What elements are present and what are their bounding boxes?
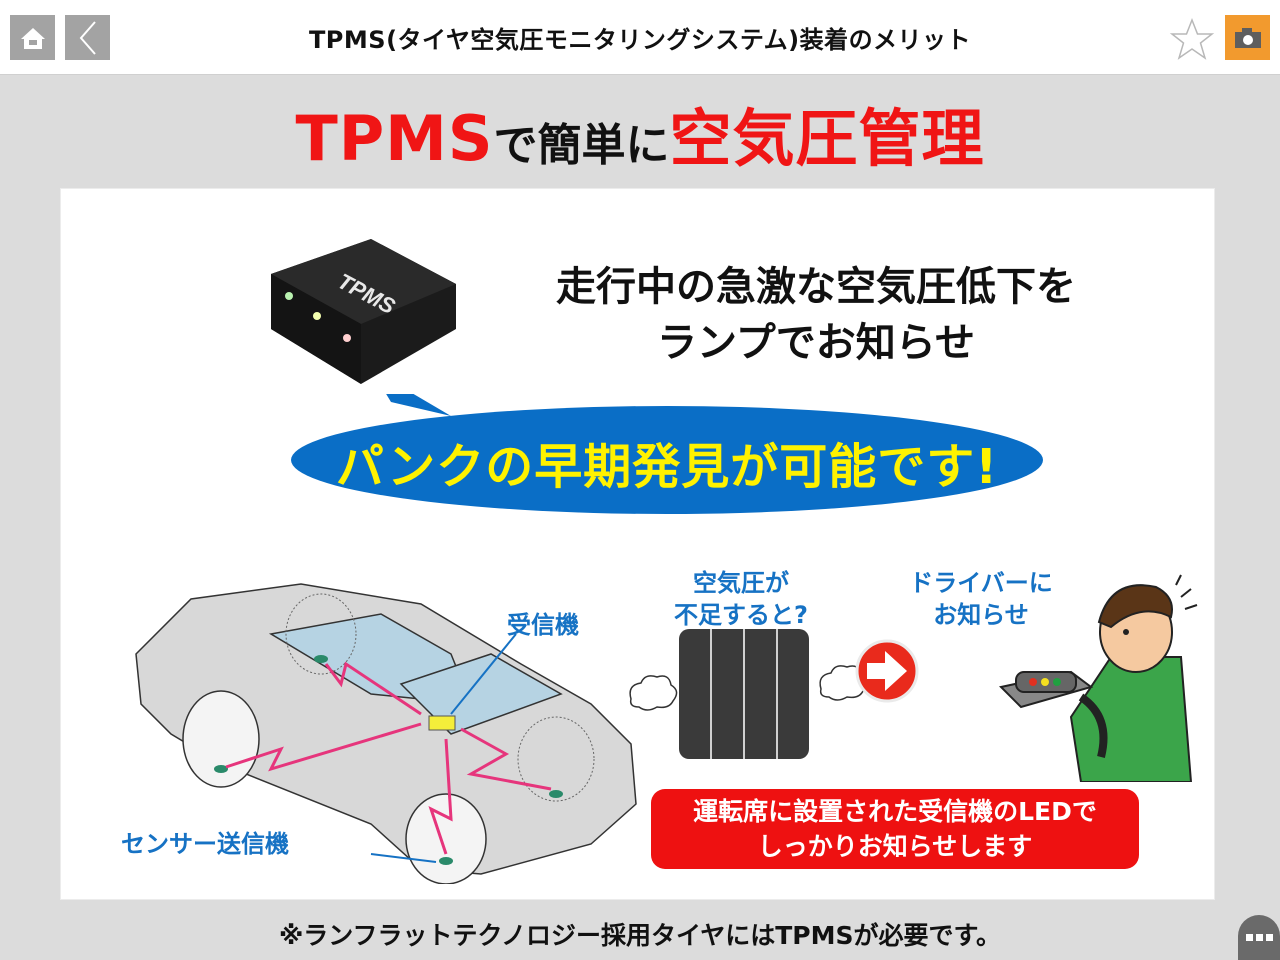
more-button[interactable]	[1238, 915, 1280, 960]
sensor-label: センサー送信機	[121, 830, 289, 858]
favorite-button[interactable]	[1168, 16, 1216, 62]
headline-connector: で簡単に	[493, 120, 670, 171]
headline: TPMSで簡単に空気圧管理	[0, 88, 1280, 178]
home-icon	[20, 27, 45, 49]
headline-tpms: TPMS	[295, 102, 494, 175]
lead-line-1: 走行中の急激な空気圧低下を	[556, 264, 1076, 310]
page-title: TPMS(タイヤ空気圧モニタリングシステム)装着のメリット	[308, 26, 972, 54]
notice-line-2: しっかりお知らせします	[757, 832, 1033, 861]
tpms-device-image: TPMS	[271, 239, 456, 384]
lead-text: 走行中の急激な空気圧低下を ランプでお知らせ	[491, 259, 1141, 371]
bubble-text: パンクの早期発見が可能です!	[335, 439, 999, 495]
more-dots-icon	[1245, 934, 1253, 941]
lead-line-2: ランプでお知らせ	[657, 320, 975, 366]
flat-tire-image	[629, 629, 868, 759]
arrow-right-circle-icon	[855, 639, 919, 703]
driver-illustration	[998, 574, 1198, 782]
content-panel: TPMS 走行中の急激な空気圧低下を ランプでお知らせ パンクの早期発見が可能で…	[60, 188, 1215, 900]
receiver-label: 受信機	[507, 611, 579, 639]
home-button[interactable]	[10, 15, 55, 60]
star-outline-icon	[1169, 17, 1215, 60]
screenshot-button[interactable]	[1225, 15, 1270, 60]
car-sensor-diagram	[135, 583, 637, 884]
top-nav-bar: TPMS(タイヤ空気圧モニタリングシステム)装着のメリット	[0, 0, 1280, 75]
chevron-left-icon	[79, 20, 96, 55]
speech-bubble	[291, 394, 1043, 514]
flow-step-1-caption: 空気圧が 不足すると?	[674, 569, 808, 629]
headline-accent: 空気圧管理	[669, 102, 985, 175]
footer-note: ※ランフラットテクノロジー採用タイヤにはTPMSが必要です。	[278, 921, 1002, 950]
camera-icon	[1234, 27, 1261, 48]
back-button[interactable]	[65, 15, 110, 60]
flow-step-2-caption: ドライバーに お知らせ	[909, 569, 1053, 629]
notice-box: 運転席に設置された受信機のLEDで しっかりお知らせします	[651, 789, 1139, 869]
notice-line-1: 運転席に設置された受信機のLEDで	[693, 797, 1097, 826]
